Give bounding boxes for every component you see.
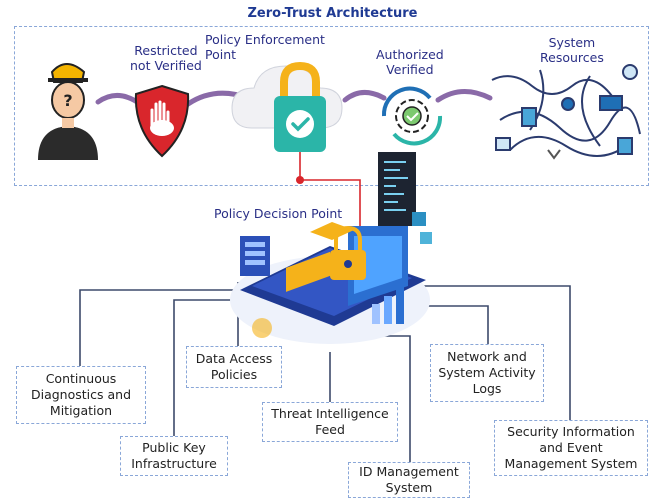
cdm-line2: Diagnostics and (30, 387, 132, 402)
nsal-line1: Network and (447, 349, 527, 364)
pep-label-line1: Policy Enforcement (205, 32, 325, 47)
svg-text:?: ? (63, 91, 72, 110)
component-dap: Data Access Policies (186, 346, 282, 388)
resources-label: System Resources (540, 35, 604, 65)
connector-idm (340, 335, 411, 462)
diagram-title: Zero-Trust Architecture (247, 6, 418, 21)
connector-siem (410, 285, 571, 420)
arrow-verified-to-resources (435, 89, 493, 103)
dap-line1: Data Access (195, 351, 273, 366)
arrow-pep-to-verified (342, 90, 387, 103)
pdp-label: Policy Decision Point (214, 206, 343, 221)
nsal-line3: Logs (472, 381, 502, 396)
pep-to-pdp-connector (299, 152, 361, 250)
pep-label-line2: Point (205, 47, 237, 62)
pki-line2: Infrastructure (131, 456, 217, 471)
component-cdm: Continuous Diagnostics and Mitigation (16, 366, 146, 424)
restricted-label-line1: Restricted (134, 43, 198, 58)
restricted-label-line2: not Verified (130, 58, 202, 73)
component-siem: Security Information and Event Managemen… (494, 420, 648, 476)
authorized-label-line1: Authorized (376, 47, 444, 62)
verified-gear-icon (381, 86, 443, 146)
cdm-line1: Continuous (45, 371, 117, 386)
nsal-line2: System Activity (438, 365, 536, 380)
connector-node (296, 176, 304, 184)
authorized-label: Authorized Verified (376, 47, 444, 77)
resources-label-line1: System (548, 35, 596, 50)
cdm-line3: Mitigation (49, 403, 113, 418)
idm-line1: ID Management (359, 464, 459, 479)
arrow-user-to-shield (95, 93, 143, 107)
siem-line3: Management System (504, 456, 638, 471)
pdp-illustration (230, 222, 430, 344)
component-pki: Public Key Infrastructure (120, 436, 228, 476)
component-idm: ID Management System (348, 462, 470, 498)
top-flow-frame (14, 26, 649, 186)
pep-cloud-lock-icon (231, 61, 343, 152)
authorized-label-line2: Verified (386, 62, 434, 77)
unknown-user-icon: ? (38, 63, 98, 160)
connector-cdm (79, 289, 252, 366)
component-tif: Threat Intelligence Feed (262, 402, 398, 442)
tif-line2: Feed (315, 422, 345, 437)
restricted-shield-icon (134, 84, 190, 158)
resources-label-line2: Resources (540, 50, 604, 65)
siem-line1: Security Information (507, 424, 635, 439)
system-resources-icon (491, 64, 641, 160)
component-nsal: Network and System Activity Logs (430, 344, 544, 402)
connector-nsal (400, 305, 489, 344)
pki-line1: Public Key (142, 440, 206, 455)
idm-line2: System (385, 480, 433, 495)
dap-line2: Policies (210, 367, 258, 382)
tif-line1: Threat Intelligence (271, 406, 389, 421)
siem-line2: and Event (539, 440, 603, 455)
pep-label: Policy Enforcement Point (205, 32, 325, 62)
restricted-label: Restricted not Verified (130, 43, 202, 73)
